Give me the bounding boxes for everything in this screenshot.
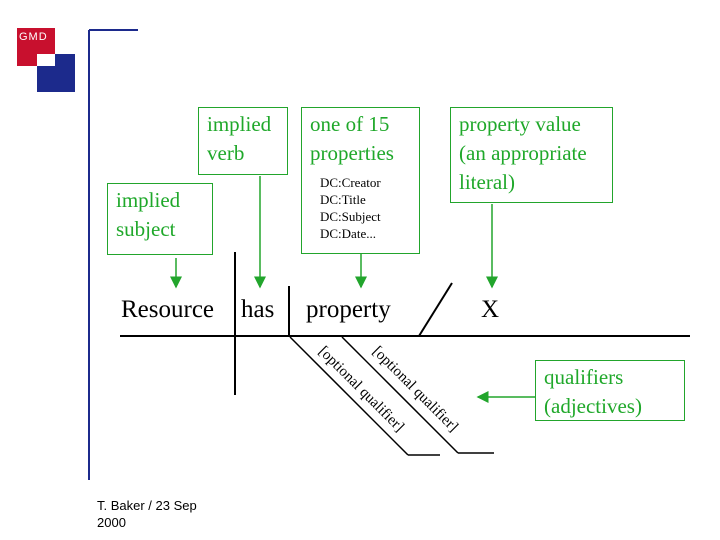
implied-verb-box: implied verb — [198, 107, 288, 175]
qualifier-line-2 — [341, 336, 459, 454]
property-value-line-3: literal) — [459, 170, 515, 194]
properties-line-2: properties — [310, 141, 394, 165]
dc-creator: DC:Creator — [320, 175, 381, 190]
dc-property-list: DC:Creator DC:Title DC:Subject DC:Date..… — [310, 174, 411, 242]
implied-verb-line-2: verb — [207, 141, 245, 165]
qualifiers-box: qualifiers (adjectives) — [535, 360, 685, 421]
complement-slash — [418, 282, 453, 337]
qualifiers-line-1: qualifiers — [544, 365, 624, 389]
property-value-line-2: (an appropriate — [459, 141, 587, 165]
gmd-logo: GMD — [17, 28, 75, 92]
property-value-line-1: property value — [459, 112, 581, 136]
qualifier-line-1 — [289, 336, 409, 456]
footer-credit: T. Baker / 23 Sep 2000 — [97, 497, 197, 531]
footer-line-2: 2000 — [97, 515, 126, 530]
object-word: property — [306, 296, 391, 323]
property-value-box: property value (an appropriate literal) — [450, 107, 613, 203]
implied-verb-line-1: implied — [207, 112, 272, 136]
qualifiers-line-2: (adjectives) — [544, 394, 642, 418]
implied-subject-line-1: implied — [116, 188, 181, 212]
logo-white-square — [37, 54, 55, 66]
dc-date: DC:Date... — [320, 226, 376, 241]
value-word: X — [481, 296, 500, 323]
verb-word: has — [241, 296, 275, 323]
footer-line-1: T. Baker / 23 Sep — [97, 498, 197, 513]
implied-subject-box: implied subject — [107, 183, 213, 255]
subject-word: Resource — [121, 296, 215, 323]
logo-text: GMD — [19, 31, 48, 43]
properties-box: one of 15 properties DC:Creator DC:Title… — [301, 107, 420, 254]
dc-title: DC:Title — [320, 192, 366, 207]
implied-subject-line-2: subject — [116, 217, 176, 241]
properties-line-1: one of 15 — [310, 112, 390, 136]
dc-subject: DC:Subject — [320, 209, 381, 224]
